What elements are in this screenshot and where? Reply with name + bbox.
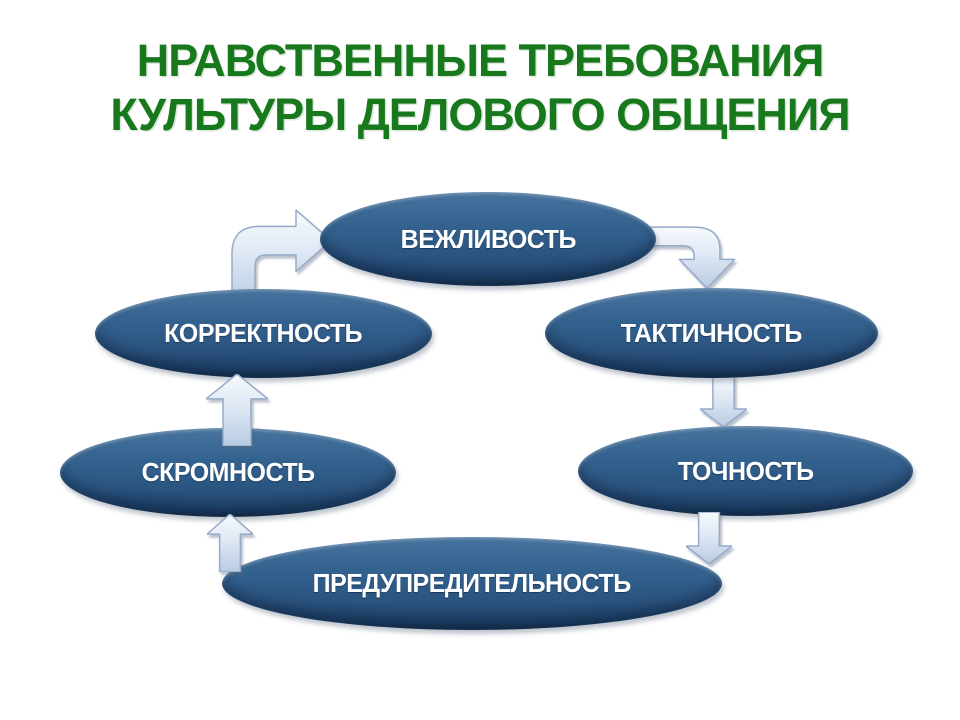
arrow-up-icon	[206, 374, 268, 446]
node-tochnost-label: ТОЧНОСТЬ	[677, 455, 814, 486]
node-vezhlivost: ВЕЖЛИВОСТЬ	[320, 192, 656, 286]
node-korrektnost-label: КОРРЕКТНОСТЬ	[164, 318, 363, 348]
slide-title-line1: НРАВСТВЕННЫЕ ТРЕБОВАНИЯ	[136, 35, 825, 86]
slide-title: НРАВСТВЕННЫЕ ТРЕБОВАНИЯ КУЛЬТУРЫ ДЕЛОВОГ…	[0, 34, 960, 142]
node-taktichnost-label: ТАКТИЧНОСТЬ	[620, 317, 803, 348]
node-skromnost-label: СКРОМНОСТЬ	[141, 457, 315, 487]
node-taktichnost: ТАКТИЧНОСТЬ	[545, 288, 878, 378]
bent-arrow-up-right-icon	[222, 207, 334, 305]
arrow-down-icon	[700, 375, 747, 427]
node-predupreditelnost-label: ПРЕДУПРЕДИТЕЛЬНОСТЬ	[312, 568, 632, 598]
node-predupreditelnost: ПРЕДУПРЕДИТЕЛЬНОСТЬ	[222, 537, 722, 630]
bent-arrow-right-down-icon	[650, 222, 742, 290]
node-tochnost: ТОЧНОСТЬ	[578, 426, 913, 516]
slide-title-line2: КУЛЬТУРЫ ДЕЛОВОГО ОБЩЕНИЯ	[110, 89, 850, 140]
arrow-down-icon	[686, 512, 732, 564]
arrow-up-icon	[207, 514, 253, 572]
node-korrektnost: КОРРЕКТНОСТЬ	[95, 289, 432, 378]
node-vezhlivost-label: ВЕЖЛИВОСТЬ	[400, 223, 576, 254]
